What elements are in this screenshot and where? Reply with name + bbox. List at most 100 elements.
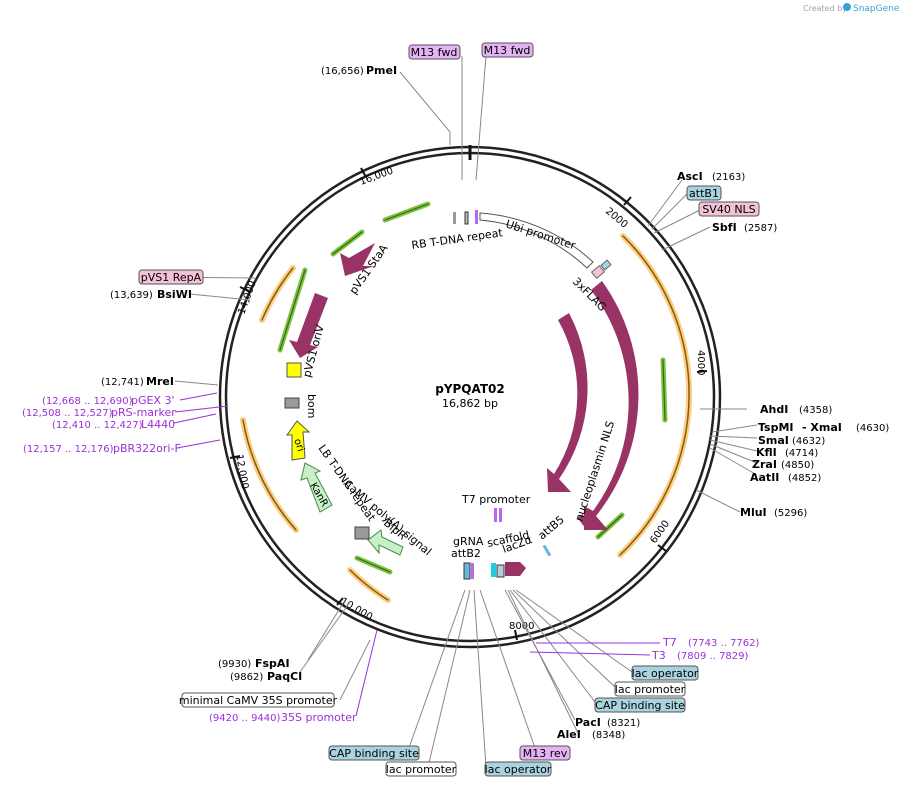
box-sv40-nls: SV40 NLS [702, 203, 755, 216]
site-aatII: AatII [750, 471, 779, 484]
site-sbfI: SbfI [712, 221, 737, 234]
site-kflI: KflI [756, 446, 777, 459]
primer-prs: pRS-marker [111, 406, 176, 419]
box-lac-operator-bottom: lac operator [485, 763, 552, 776]
site-ascI: AscI [677, 170, 703, 183]
box-lac-operator-right: lac operator [632, 667, 699, 680]
site-pmeI-pos: (16,656) [321, 66, 364, 77]
site-tspmI: TspMI [758, 421, 794, 434]
site-ahdI: AhdI [760, 403, 788, 416]
kanr-arrow [300, 462, 333, 513]
site-mreI-pos: (12,741) [101, 377, 144, 388]
green-feature-arrows [277, 201, 668, 575]
primer-t7-range: (7743 .. 7762) [688, 638, 760, 649]
restriction-sites-right: AscI (2163) SbfI (2587) AhdI (4358) TspM… [557, 170, 889, 741]
box-lac-promoter-right: lac promoter [615, 683, 686, 696]
created-by-label: Created by [803, 4, 847, 13]
primer-leader-lines [173, 392, 660, 717]
feature-attb5: attB5 [536, 513, 567, 542]
boxed-feature-labels: M13 fwd M13 fwd attB1 SV40 NLS pVS1 RepA… [138, 42, 760, 777]
bom-box [284, 397, 300, 409]
box-m13-fwd-2: M13 fwd [484, 44, 531, 57]
box-minimal-camv: minimal CaMV 35S promoter [179, 694, 338, 707]
restriction-sites-left: (16,656) PmeI (13,639) BsiWI (12,741) Mr… [101, 64, 397, 683]
tick-label-6000: 6000 [648, 519, 672, 546]
site-mreI: MreI [146, 375, 174, 388]
feature-bom: bom [305, 394, 318, 418]
feature-rb-tdna: RB T-DNA repeat [411, 226, 505, 252]
site-zraI: ZraI [752, 458, 777, 471]
pvs1-oriv-arrow [289, 293, 328, 358]
primer-labels: (12,668 .. 12,690) pGEX 3' (12,508 .. 12… [22, 394, 760, 724]
site-aatII-pos: (4852) [788, 473, 821, 484]
feature-ori: ori [291, 437, 306, 453]
feature-lb-tdna: LB T-DNA repeat [316, 442, 379, 524]
feature-t7-promoter: T7 promoter [461, 493, 531, 506]
box-attb1: attB1 [689, 187, 719, 200]
ori-arrow [286, 420, 311, 461]
primer-l4440-range: (12,410 .. 12,427) [52, 420, 143, 431]
leader-lines [149, 55, 758, 768]
site-fspaI: FspAI [255, 657, 290, 670]
site-smaI: SmaI [758, 434, 789, 447]
tick-label-4000: 4000 [695, 350, 706, 375]
site-pacI: PacI [575, 716, 601, 729]
feature-attb2: attB2 [451, 547, 481, 560]
box-lac-promoter-bottom: lac promoter [386, 763, 457, 776]
blpr-arrow [367, 529, 404, 556]
site-ahdI-pos: (4358) [799, 405, 832, 416]
box-m13-fwd-1: M13 fwd [411, 46, 458, 59]
box-cap-site-bottom: CAP binding site [329, 747, 419, 760]
site-aleI-pos: (8348) [592, 730, 625, 741]
plasmid-size: 16,862 bp [442, 397, 498, 410]
orange-feature-arcs [240, 233, 693, 603]
primer-pgex: pGEX 3' [131, 394, 175, 407]
brand-label: SnapGene [853, 4, 900, 14]
site-pacI-pos: (8321) [607, 718, 640, 729]
primer-pbr322-range: (12,157 .. 12,176) [23, 444, 114, 455]
site-kflI-pos: (4714) [785, 448, 818, 459]
primer-t7: T7 [662, 636, 677, 649]
primer-35s: 35S promoter [281, 711, 357, 724]
primer-pbr322: pBR322ori-F [113, 442, 181, 455]
site-paqcI-pos: (9862) [230, 672, 263, 683]
feature-cas9-outer: Cas9 [638, 384, 654, 413]
site-smaI-pos: (4632) [792, 436, 825, 447]
feature-grna: gRNA [453, 535, 484, 548]
box-pvs1-repa: pVS1 RepA [141, 271, 202, 284]
ring-tick-marks [229, 167, 708, 641]
site-bsiwI-pos: (13,639) [110, 290, 153, 301]
box-m13-rev: M13 rev [523, 747, 568, 760]
cas9-outer-arrow [584, 281, 639, 530]
site-tspmI-pos: (4630) [856, 423, 889, 434]
site-fspaI-pos: (9930) [218, 659, 251, 670]
pvs1-staa-arrow [340, 243, 375, 276]
feature-ubi-promoter: Ubi promoter [504, 217, 578, 252]
site-aleI: AleI [557, 728, 581, 741]
primer-35s-range: (9420 .. 9440) [209, 713, 281, 724]
primer-t3-range: (7809 .. 7829) [677, 651, 749, 662]
site-mluI-pos: (5296) [774, 508, 807, 519]
site-pmeI: PmeI [366, 64, 397, 77]
ori-box-small [286, 362, 302, 378]
site-paqcI: PaqCI [267, 670, 302, 683]
site-ascI-pos: (2163) [712, 172, 745, 183]
box-cap-site-right: CAP binding site [595, 699, 685, 712]
primer-t3: T3 [651, 649, 666, 662]
camv-polya-box [354, 526, 370, 540]
primer-l4440: L4440 [141, 418, 175, 431]
cas9-inner-arrow [547, 313, 588, 492]
tick-label-16000: 16,000 [358, 166, 395, 188]
site-bsiwI: BsiWI [157, 288, 192, 301]
small-feature-marks [453, 210, 612, 580]
plasmid-name: pYPQAT02 [435, 382, 505, 396]
site-mluI: MluI [740, 506, 767, 519]
site-xmaI: - XmaI [802, 421, 842, 434]
primer-prs-range: (12,508 .. 12,527) [22, 408, 113, 419]
site-zraI-pos: (4850) [781, 460, 814, 471]
site-sbfI-pos: (2587) [744, 223, 777, 234]
primer-pgex-range: (12,668 .. 12,690) [42, 396, 133, 407]
tick-label-8000: 8000 [509, 621, 534, 632]
feature-cas9-inner: Cas9 [592, 382, 608, 411]
